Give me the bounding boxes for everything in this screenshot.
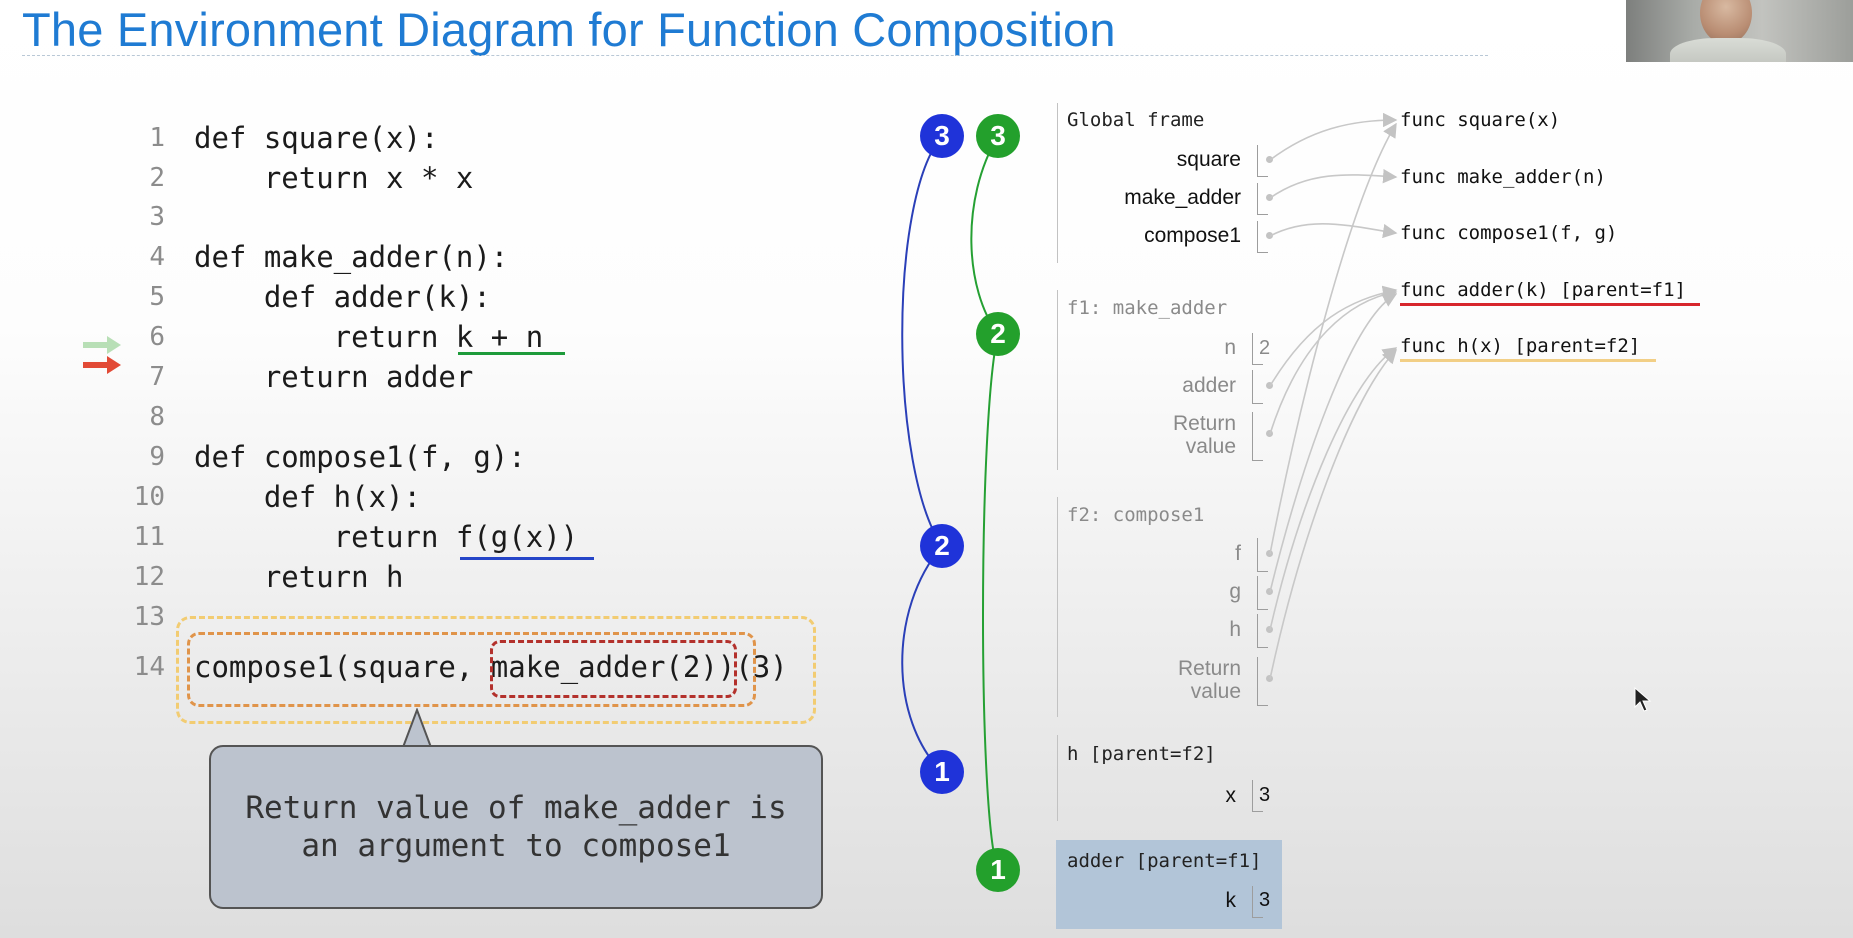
func-adder-underline — [1400, 303, 1700, 306]
adder-value-k: 3 — [1259, 889, 1271, 911]
h-value-x: 3 — [1259, 784, 1271, 806]
pointer-dot — [1266, 232, 1273, 239]
line-number: 4 — [149, 242, 165, 272]
green-badge-1: 1 — [976, 848, 1020, 892]
mouse-cursor-icon — [1634, 687, 1652, 712]
callout-pointer — [401, 708, 433, 750]
global-var-make-adder: make_adder — [1124, 186, 1241, 209]
adder-slot-k — [1252, 886, 1263, 918]
f2-var-f: f — [1235, 542, 1241, 565]
f1-slot-n — [1252, 333, 1263, 365]
line-number: 6 — [149, 322, 165, 352]
code-text: def h(x): — [194, 480, 421, 514]
line-number: 5 — [149, 282, 165, 312]
f1-var-n: n — [1224, 336, 1236, 359]
global-var-square: square — [1176, 148, 1241, 171]
func-h-underline — [1400, 359, 1656, 362]
f2-slot-f — [1257, 538, 1268, 572]
h-frame-title: h [parent=f2] — [1067, 743, 1216, 765]
line-number: 14 — [133, 652, 165, 682]
global-slot-square — [1257, 145, 1268, 177]
f2-slot-h — [1257, 614, 1268, 648]
f1-var-adder: adder — [1182, 374, 1236, 397]
callout-box: Return value of make_adder is an argumen… — [209, 745, 823, 909]
blue-connector-2-1 — [901, 545, 943, 773]
global-slot-make-adder — [1257, 183, 1268, 215]
code-text: return h — [194, 560, 404, 594]
code-text: return x * x — [194, 161, 474, 195]
line-number: 2 — [149, 163, 165, 193]
f2-return-value-label: Return value — [1177, 657, 1241, 703]
global-var-compose1: compose1 — [1144, 224, 1241, 247]
current-line-arrow-icon — [83, 356, 121, 374]
green-connector-3-2 — [970, 135, 999, 335]
code-text: return k + n — [194, 320, 544, 354]
pointer-arrows — [1269, 112, 1398, 680]
h-var-x: x — [1225, 784, 1237, 807]
func-adder: func adder(k) [parent=f1] — [1400, 279, 1686, 301]
f2-slot-return — [1257, 657, 1268, 706]
line-number: 8 — [149, 402, 165, 432]
green-badge-3: 3 — [976, 114, 1020, 158]
line-number: 12 — [133, 562, 165, 592]
blue-badge-2: 2 — [920, 524, 964, 568]
next-line-arrow-icon — [83, 336, 121, 354]
func-h: func h(x) [parent=f2] — [1400, 335, 1641, 357]
f2-frame-title: f2: compose1 — [1067, 504, 1205, 526]
line-number: 1 — [149, 123, 165, 153]
line-number: 13 — [133, 602, 165, 632]
presenter-shirt — [1670, 38, 1786, 62]
adder-var-k: k — [1225, 889, 1237, 912]
highlight-underline-blue — [460, 557, 594, 560]
global-frame-title: Global frame — [1067, 109, 1205, 131]
f1-slot-return — [1252, 412, 1263, 461]
code-text: def square(x): — [194, 121, 439, 155]
green-connector-2-1 — [982, 333, 999, 871]
callout-text: Return value of make_adder is an argumen… — [245, 790, 787, 864]
blue-connector-3-2 — [901, 135, 943, 547]
code-text: def make_adder(n): — [194, 240, 509, 274]
title-divider — [22, 55, 1488, 56]
code-text: def compose1(f, g): — [194, 440, 526, 474]
pointer-dot — [1266, 156, 1273, 163]
code-text: def adder(k): — [194, 280, 491, 314]
f2-slot-g — [1257, 576, 1268, 610]
line-number: 9 — [149, 442, 165, 472]
f2-var-h: h — [1229, 618, 1241, 641]
f1-slot-adder — [1252, 370, 1263, 404]
code-text: compose1(square, make_adder(2))(3) — [194, 650, 788, 684]
line-number: 11 — [133, 522, 165, 552]
f2-var-g: g — [1229, 580, 1241, 603]
adder-frame-highlight — [1056, 840, 1282, 929]
slide-title: The Environment Diagram for Function Com… — [22, 3, 1116, 56]
pointer-dot — [1266, 194, 1273, 201]
adder-frame-title: adder [parent=f1] — [1067, 850, 1262, 872]
h-frame-rule — [1057, 735, 1058, 821]
func-make-adder: func make_adder(n) — [1400, 166, 1606, 188]
f1-return-value-label: Return value — [1172, 412, 1236, 458]
code-text: return f(g(x)) — [194, 520, 579, 554]
highlight-underline-green — [458, 352, 565, 355]
webcam-video — [1626, 0, 1853, 62]
f1-value-n: 2 — [1259, 337, 1271, 359]
line-number: 3 — [149, 202, 165, 232]
f2-frame-rule — [1057, 497, 1058, 717]
blue-badge-3: 3 — [920, 114, 964, 158]
line-number: 10 — [133, 482, 165, 512]
h-slot-x — [1252, 780, 1263, 812]
code-text: return adder — [194, 360, 474, 394]
func-compose1: func compose1(f, g) — [1400, 222, 1618, 244]
blue-badge-1: 1 — [920, 750, 964, 794]
global-slot-compose1 — [1257, 221, 1268, 253]
highlight-box-yellow — [176, 616, 816, 724]
func-square: func square(x) — [1400, 109, 1561, 131]
line-number: 7 — [149, 362, 165, 392]
f1-frame-title: f1: make_adder — [1067, 297, 1228, 319]
global-frame-rule — [1057, 103, 1058, 263]
f1-frame-rule — [1057, 290, 1058, 470]
highlight-box-red — [490, 640, 737, 698]
green-badge-2: 2 — [976, 312, 1020, 356]
highlight-box-orange — [187, 632, 756, 707]
